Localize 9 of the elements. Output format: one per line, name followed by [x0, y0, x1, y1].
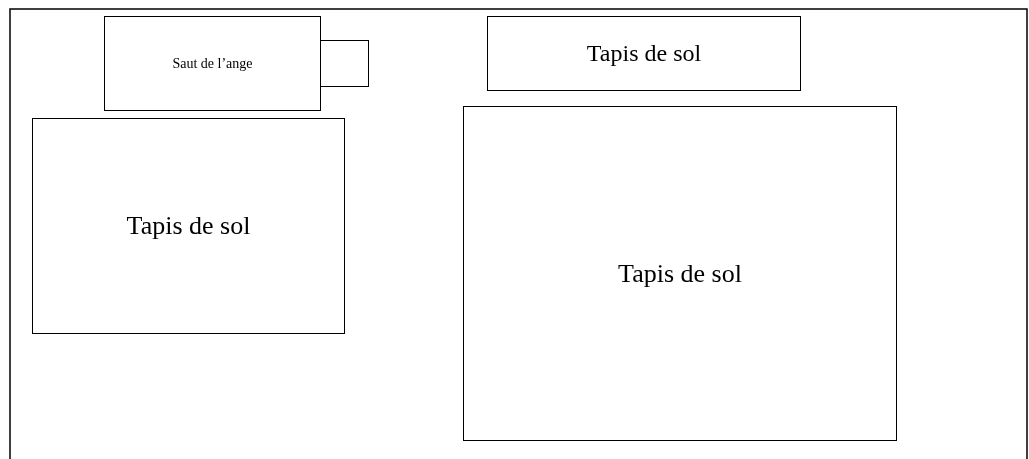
- mat-label: Saut de l’ange: [172, 55, 253, 72]
- apparatus-box: [104, 16, 321, 111]
- floor-mat: [32, 118, 345, 334]
- mat-label: Tapis de sol: [618, 258, 742, 289]
- mat-label: Tapis de sol: [126, 211, 251, 241]
- mat-label: Tapis de sol: [586, 40, 702, 67]
- floor-mat: [487, 16, 801, 91]
- floor-mat: [463, 106, 897, 441]
- apparatus-extension-box: [320, 40, 369, 87]
